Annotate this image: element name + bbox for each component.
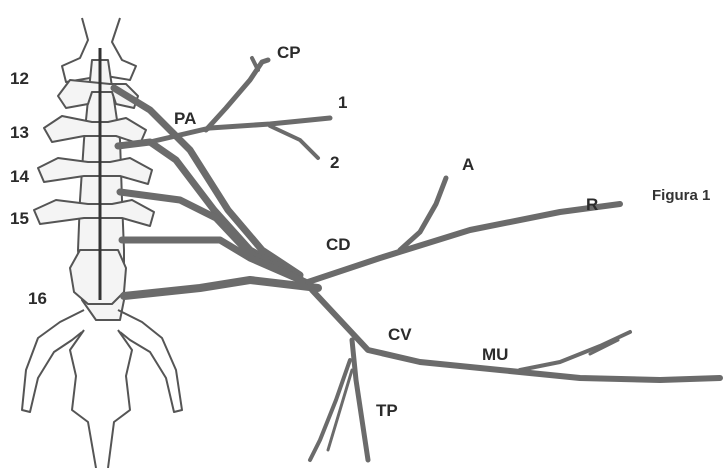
nerve-label-a: A (462, 156, 474, 173)
vertebra-label-14: 14 (10, 168, 29, 185)
nerve-label-pa: PA (174, 110, 196, 127)
nerve-label-tp: TP (376, 402, 398, 419)
nerve-cv (312, 290, 720, 380)
nerve-label-mu: MU (482, 346, 508, 363)
nerve-label-cp: CP (277, 44, 301, 61)
nerve-mu (520, 332, 630, 370)
nerve-label-cd: CD (326, 236, 351, 253)
sacrum (70, 330, 132, 468)
vertebra-label-16: 16 (28, 290, 47, 307)
nerve-label-2: 2 (330, 154, 339, 171)
nerve-label-cv: CV (388, 326, 412, 343)
nerve-label-r: R (586, 196, 598, 213)
nerve-root-16 (124, 280, 318, 296)
nerve-cp-fork (252, 58, 258, 70)
vertebra-label-12: 12 (10, 70, 29, 87)
vertebra-label-15: 15 (10, 210, 29, 227)
nerve-tp (352, 340, 368, 460)
vertebra-label-13: 13 (10, 124, 29, 141)
nerve-branch-2 (270, 126, 318, 158)
pelvis-left (22, 310, 84, 412)
nerve-network (114, 58, 720, 460)
nerve-label-1: 1 (338, 94, 347, 111)
figure-caption: Figura 1 (652, 188, 710, 203)
vertebra-16 (70, 250, 126, 304)
nerve-cd (308, 204, 620, 282)
